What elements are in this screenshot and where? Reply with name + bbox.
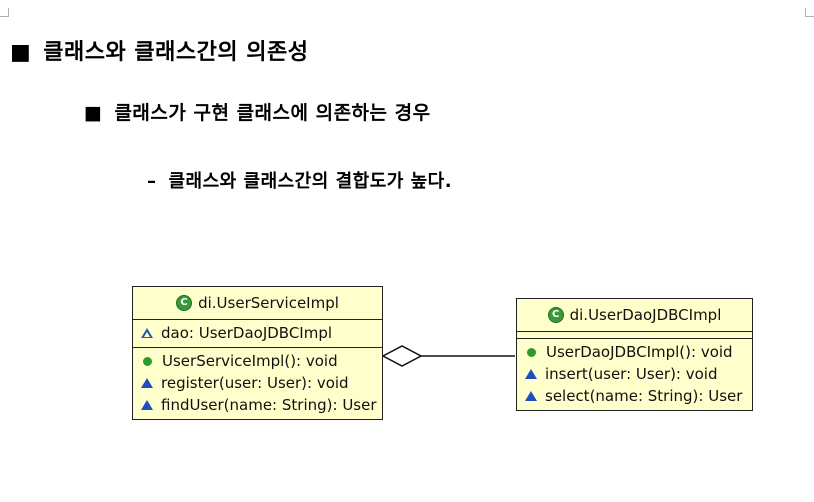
heading-level3-text: 클래스와 클래스간의 결합도가 높다. xyxy=(168,171,453,192)
public-method-icon xyxy=(141,378,153,388)
page-corner-mark xyxy=(0,8,9,17)
class-name: di.UserServiceImpl xyxy=(198,294,339,312)
class-icon: C xyxy=(176,295,193,311)
class-box-userserviceimpl[interactable]: C di.UserServiceImpl dao: UserDaoJDBCImp… xyxy=(132,286,383,420)
attribute-section xyxy=(517,332,752,339)
class-name: di.UserDaoJDBCImpl xyxy=(569,306,722,324)
public-constructor-icon xyxy=(143,356,152,366)
class-header: C di.UserServiceImpl xyxy=(133,287,382,320)
operation-text: register(user: User): void xyxy=(161,374,349,392)
class-icon: C xyxy=(547,307,564,323)
heading-level1: ■ 클래스와 클래스간의 의존성 xyxy=(10,34,309,66)
public-constructor-icon xyxy=(527,347,536,357)
public-method-icon xyxy=(525,391,537,401)
attribute-section: dao: UserDaoJDBCImpl xyxy=(133,320,382,348)
operation-text: findUser(name: String): User xyxy=(161,396,377,414)
dash-bullet-icon: – xyxy=(147,171,157,192)
heading-level2-text: 클래스가 구현 클래스에 의존하는 경우 xyxy=(114,102,431,124)
aggregation-diamond-icon xyxy=(381,345,423,367)
operation-text: insert(user: User): void xyxy=(545,365,718,383)
heading-level1-text: 클래스와 클래스간의 의존성 xyxy=(43,40,309,65)
heading-level3: –클래스와 클래스간의 결합도가 높다. xyxy=(147,167,452,193)
operation-row: insert(user: User): void xyxy=(517,363,752,385)
package-visibility-icon xyxy=(141,328,153,338)
operation-text: select(name: String): User xyxy=(545,387,743,405)
operation-row: UserDaoJDBCImpl(): void xyxy=(517,341,752,363)
class-box-userdaojdbcimpl[interactable]: C di.UserDaoJDBCImpl UserDaoJDBCImpl(): … xyxy=(516,298,753,411)
attribute-row: dao: UserDaoJDBCImpl xyxy=(133,322,382,344)
square-bullet-icon: ■ xyxy=(10,40,32,65)
operation-row: findUser(name: String): User xyxy=(133,394,382,416)
attribute-text: dao: UserDaoJDBCImpl xyxy=(161,324,333,342)
operation-section: UserServiceImpl(): void register(user: U… xyxy=(133,348,382,419)
class-header: C di.UserDaoJDBCImpl xyxy=(517,299,752,332)
square-bullet-icon: ■ xyxy=(84,102,103,124)
page-corner-mark xyxy=(805,8,814,17)
public-method-icon xyxy=(141,400,153,410)
operation-row: select(name: String): User xyxy=(517,385,752,407)
operation-text: UserServiceImpl(): void xyxy=(162,352,338,370)
public-method-icon xyxy=(525,369,537,379)
operation-row: UserServiceImpl(): void xyxy=(133,350,382,372)
operation-section: UserDaoJDBCImpl(): void insert(user: Use… xyxy=(517,339,752,410)
heading-level2: ■ 클래스가 구현 클래스에 의존하는 경우 xyxy=(84,98,431,125)
operation-row: register(user: User): void xyxy=(133,372,382,394)
operation-text: UserDaoJDBCImpl(): void xyxy=(546,343,733,361)
